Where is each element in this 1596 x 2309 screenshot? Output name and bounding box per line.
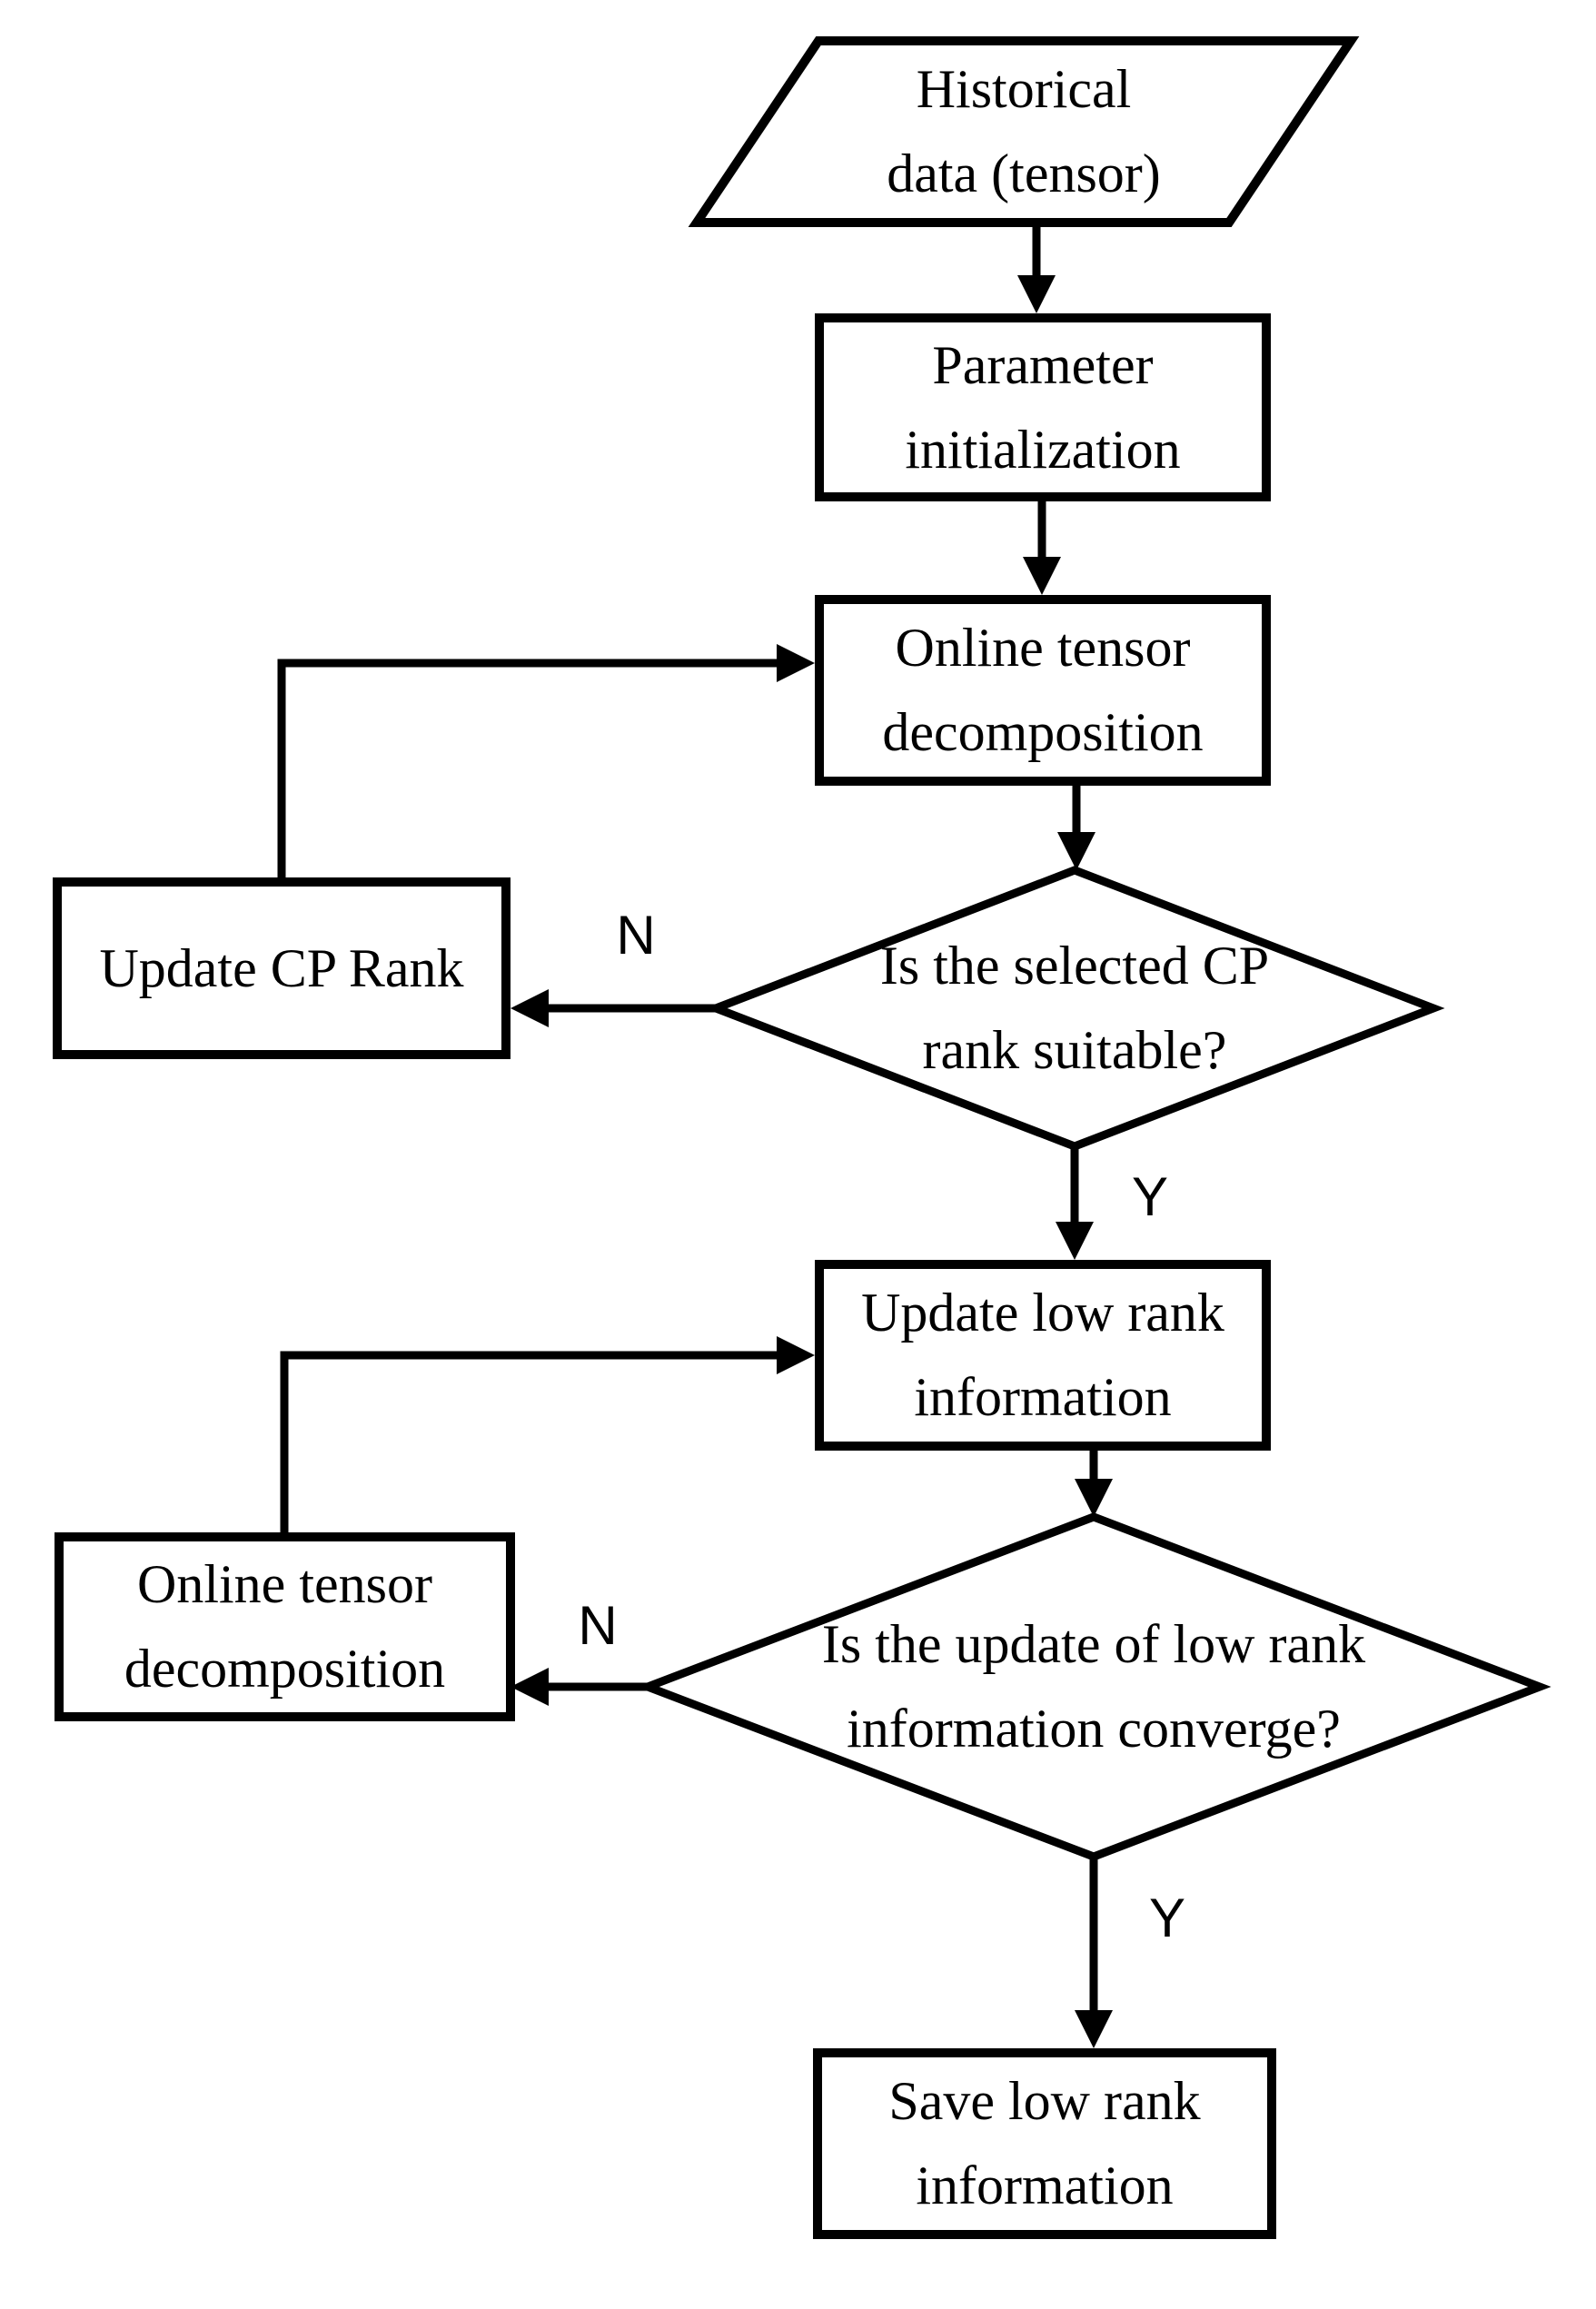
node-update-low-rank-information: Update low rank information <box>815 1260 1271 1451</box>
branch-label-cp-rank-no: N <box>616 905 656 966</box>
branch-label-converge-yes: Y <box>1148 1888 1186 1948</box>
arrow-update-cp-rank-to-online1 <box>277 644 815 877</box>
node-online-tensor-decomposition: Online tensor decomposition <box>815 595 1271 786</box>
node-parameter-initialization: Parameter initialization <box>815 313 1271 501</box>
arrow-update-low-rank-to-decision2 <box>1075 1451 1113 1517</box>
historical-data-parallelogram-shape <box>688 36 1360 227</box>
cp-rank-decision-diamond-shape <box>704 866 1445 1151</box>
arrow-decision1-yes-to-update-low-rank <box>1056 1146 1094 1260</box>
node-update-cp-rank: Update CP Rank <box>53 877 511 1059</box>
arrow-decision2-yes-to-save <box>1075 1857 1113 2048</box>
node-online-tensor-decomposition-2: Online tensor decomposition <box>55 1532 515 1721</box>
node-save-low-rank-information: Save low rank information <box>813 2048 1276 2239</box>
arrow-historical-to-parameter <box>1017 223 1056 313</box>
convergence-decision-diamond-shape <box>636 1512 1551 1861</box>
arrow-online2-to-update-low-rank <box>280 1336 815 1532</box>
arrow-online1-to-decision1 <box>1057 786 1095 870</box>
branch-label-converge-no: N <box>578 1595 618 1656</box>
arrow-parameter-to-online1 <box>1023 501 1061 595</box>
arrow-decision2-no-to-online2 <box>511 1668 648 1706</box>
branch-label-cp-rank-yes: Y <box>1131 1166 1169 1227</box>
arrow-decision1-no-to-update-cp-rank <box>511 989 716 1027</box>
